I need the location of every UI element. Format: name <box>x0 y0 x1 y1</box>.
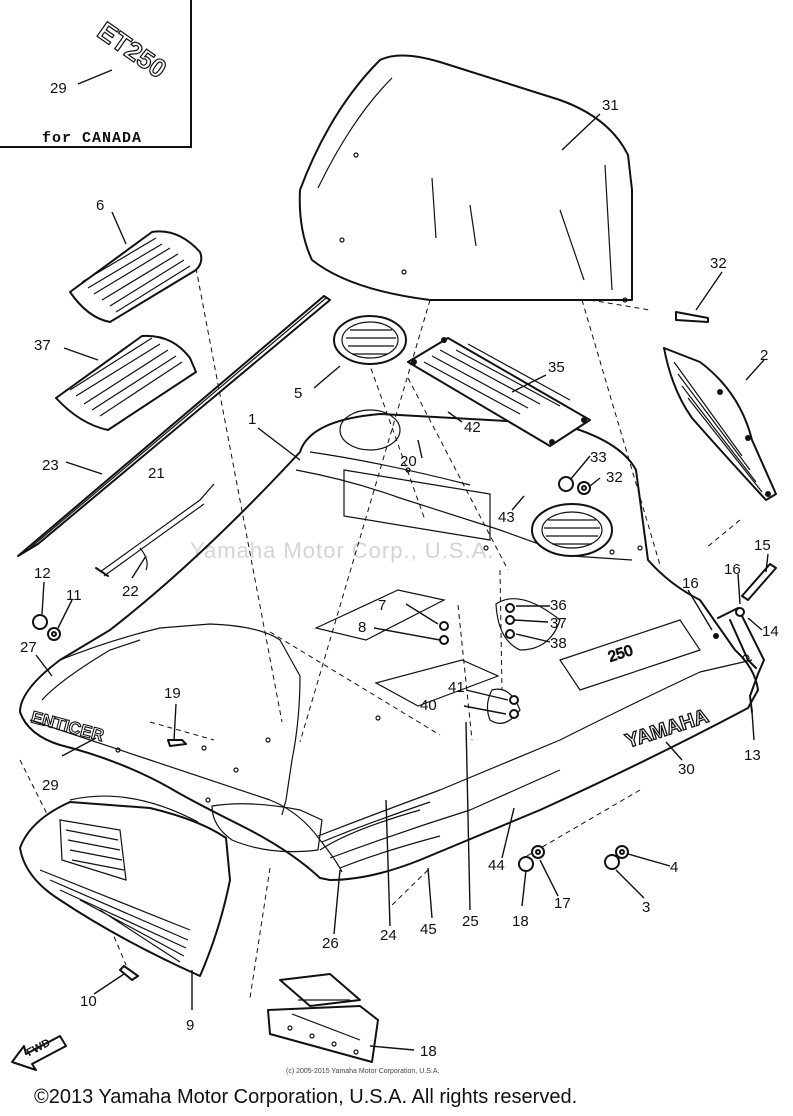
brand-decal: YAMAHA <box>623 705 712 752</box>
callout-11: 11 <box>66 587 82 604</box>
callout-40: 40 <box>420 697 437 714</box>
callout-30: 30 <box>678 761 695 778</box>
grill-39 <box>55 334 197 431</box>
callout-34: 33 <box>590 449 607 466</box>
callout-36: 36 <box>550 597 567 614</box>
callout-2: 2 <box>760 347 768 364</box>
callout-15: 15 <box>754 537 771 554</box>
callout-44: 44 <box>488 857 505 874</box>
callout-numbers: 29 31 6 32 37 2 35 5 1 42 20 23 21 33 32… <box>20 80 779 1060</box>
callout-8: 8 <box>358 619 366 636</box>
callout-33: 32 <box>606 469 623 486</box>
callout-45: 45 <box>420 921 437 938</box>
callout-19: 18 <box>420 1043 437 1060</box>
callout-42: 42 <box>464 419 481 436</box>
callout-29: 29 <box>42 777 59 794</box>
callout-7: 7 <box>378 597 386 614</box>
callout-9: 9 <box>186 1017 194 1034</box>
canada-note: for CANADA <box>42 130 143 147</box>
callout-35: 35 <box>548 359 565 376</box>
callout-31: 31 <box>602 97 619 114</box>
callout-23: 22 <box>122 583 139 600</box>
round-vents <box>333 315 613 557</box>
callout-6: 6 <box>96 197 104 214</box>
callout-17: 17 <box>554 895 571 912</box>
front-panel <box>19 795 231 977</box>
callout-16b: 16 <box>682 575 699 592</box>
callout-24: 24 <box>380 927 397 944</box>
leader-lines <box>35 113 769 1051</box>
callout-5: 5 <box>294 385 302 402</box>
callout-10: 10 <box>80 993 97 1010</box>
small-print: (c) 2005-2015 Yamaha Motor Corporation, … <box>286 1068 440 1075</box>
callout-13: 13 <box>744 747 761 764</box>
fwd-arrow-icon <box>11 1035 67 1071</box>
canada-inset <box>0 0 192 148</box>
trim-strip <box>17 295 331 557</box>
hinge <box>267 973 379 1063</box>
model-decal: 250 <box>606 642 635 666</box>
cable <box>95 483 215 577</box>
callout-16a: 16 <box>724 561 741 578</box>
vent-plate <box>407 337 591 447</box>
side-grill <box>663 347 777 501</box>
callout-1: 1 <box>248 411 256 428</box>
copyright: ©2013 Yamaha Motor Corporation, U.S.A. A… <box>34 1086 578 1108</box>
callout-3: 3 <box>642 899 650 916</box>
windshield <box>298 54 633 303</box>
callout-28: 27 <box>20 639 37 656</box>
callout-29-inset: 29 <box>50 80 67 97</box>
callout-20: 19 <box>164 685 181 702</box>
callout-43: 43 <box>498 509 515 526</box>
callout-41: 41 <box>448 679 465 696</box>
callout-32: 32 <box>710 255 727 272</box>
callout-14: 14 <box>762 623 779 640</box>
callout-38: 38 <box>550 635 567 652</box>
callout-18: 18 <box>512 913 529 930</box>
callout-26: 25 <box>462 913 479 930</box>
assembly-lines <box>19 267 741 999</box>
decal-et250: ET250 <box>77 15 173 85</box>
callout-22: 21 <box>148 465 165 482</box>
callout-4: 4 <box>670 859 678 876</box>
callout-27: 26 <box>322 935 339 952</box>
callout-21: 20 <box>400 453 417 470</box>
callout-39: 37 <box>34 337 51 354</box>
watermark: Yamaha Motor Corp., U.S.A. <box>190 538 495 563</box>
callout-37: 37 <box>550 615 567 632</box>
callout-12: 12 <box>34 565 51 582</box>
callout-25: 23 <box>42 457 59 474</box>
fasteners <box>32 311 777 981</box>
grill-6 <box>69 230 203 323</box>
bracket <box>713 607 765 713</box>
